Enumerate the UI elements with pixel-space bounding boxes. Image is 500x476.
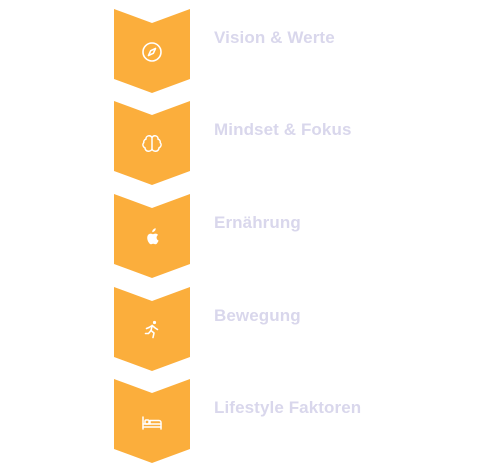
chevron-shape [114,9,190,93]
step-label: Ernährung [214,213,301,232]
compass-icon [140,40,164,64]
chevron-shape [114,379,190,463]
step-lifestyle-faktoren: Lifestyle Faktoren [114,379,414,463]
bed-icon [140,410,164,434]
chevron-shape [114,101,190,185]
step-mindset-fokus: Mindset & Fokus [114,101,414,185]
step-vision-werte: Vision & Werte [114,9,414,93]
brain-icon [140,132,164,156]
step-label: Vision & Werte [214,28,335,47]
chevron-shape [114,194,190,278]
step-label: Mindset & Fokus [214,120,352,139]
step-bewegung: Bewegung [114,287,414,371]
step-label: Lifestyle Faktoren [214,398,362,417]
step-label: Bewegung [214,306,301,325]
chevron-shape [114,287,190,371]
step-ernaehrung: Ernährung [114,194,414,278]
running-icon [140,318,164,342]
apple-icon [140,225,164,249]
